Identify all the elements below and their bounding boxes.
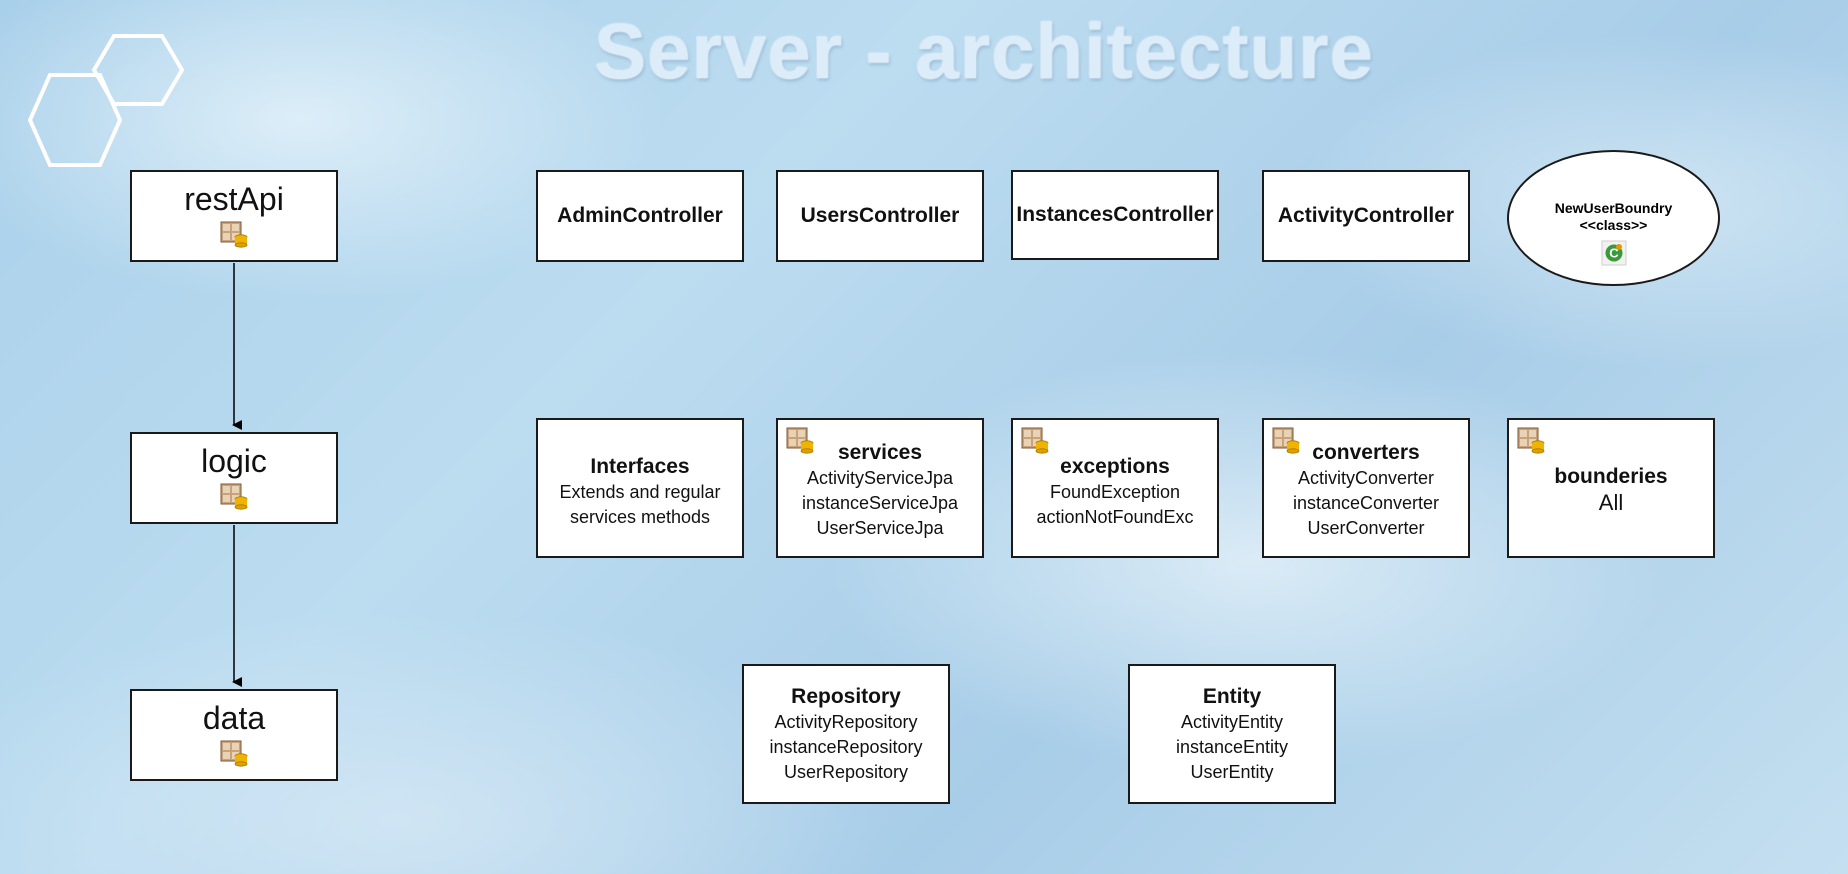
layer-data: data [130, 689, 338, 781]
group-line: instanceEntity [1175, 737, 1289, 757]
layer-restapi: restApi [130, 170, 338, 262]
admin-controller: AdminController [536, 170, 744, 262]
layer-label: data [202, 700, 266, 736]
hexagon-decoration-icon [27, 34, 185, 167]
group-title: bounderies [1554, 465, 1668, 488]
group-title: Entity [1202, 685, 1262, 708]
group-line: ActivityServiceJpa [806, 468, 954, 488]
group-title: converters [1312, 441, 1420, 464]
group-line: services methods [569, 507, 711, 527]
package-icon [1272, 426, 1300, 454]
group-title: services [837, 441, 923, 464]
users-controller: UsersController [776, 170, 984, 262]
repository-group: Repository ActivityRepository instanceRe… [742, 664, 950, 804]
exceptions-group: exceptions FoundException actionNotFound… [1011, 418, 1219, 558]
package-icon [220, 739, 248, 767]
class-name: NewUserBoundry [1554, 200, 1673, 216]
new-user-boundary-class: NewUserBoundry <<class>> C [1507, 150, 1720, 286]
group-line: instanceServiceJpa [801, 493, 959, 513]
group-line: UserRepository [783, 762, 909, 782]
group-line: instanceConverter [1292, 493, 1440, 513]
group-line: ActivityRepository [774, 712, 918, 732]
group-line: UserConverter [1307, 518, 1425, 538]
layer-label: restApi [184, 181, 284, 217]
group-line: All [1598, 490, 1624, 515]
activity-controller: ActivityController [1262, 170, 1470, 262]
class-stereotype: <<class>> [1579, 217, 1648, 233]
svg-text:C: C [1609, 246, 1619, 261]
group-title: Interfaces [590, 455, 690, 478]
group-line: UserEntity [1190, 762, 1274, 782]
group-line: ActivityConverter [1297, 468, 1435, 488]
package-icon [786, 426, 814, 454]
group-title: Repository [791, 685, 901, 708]
group-line: FoundException [1049, 482, 1181, 502]
group-line: instanceRepository [769, 737, 923, 757]
group-line: actionNotFoundExc [1036, 507, 1194, 527]
converters-group: converters ActivityConverter instanceCon… [1262, 418, 1470, 558]
group-line: UserServiceJpa [816, 518, 944, 538]
package-icon [220, 482, 248, 510]
group-line: ActivityEntity [1180, 712, 1284, 732]
package-icon [1517, 426, 1545, 454]
layer-arrows [232, 263, 242, 687]
bounderies-group: bounderies All [1507, 418, 1715, 558]
layer-logic: logic [130, 432, 338, 524]
entity-group: Entity ActivityEntity instanceEntity Use… [1128, 664, 1336, 804]
package-icon [220, 220, 248, 248]
instances-controller: InstancesController [1011, 170, 1219, 260]
layer-label: logic [201, 443, 267, 479]
package-icon [1021, 426, 1049, 454]
page-title: Server - architecture [594, 7, 1374, 95]
class-icon: C [1601, 240, 1626, 266]
group-line: Extends and regular [559, 482, 721, 502]
services-group: services ActivityServiceJpa instanceServ… [776, 418, 984, 558]
interfaces-group: Interfaces Extends and regular services … [536, 418, 744, 558]
group-title: exceptions [1060, 455, 1170, 478]
